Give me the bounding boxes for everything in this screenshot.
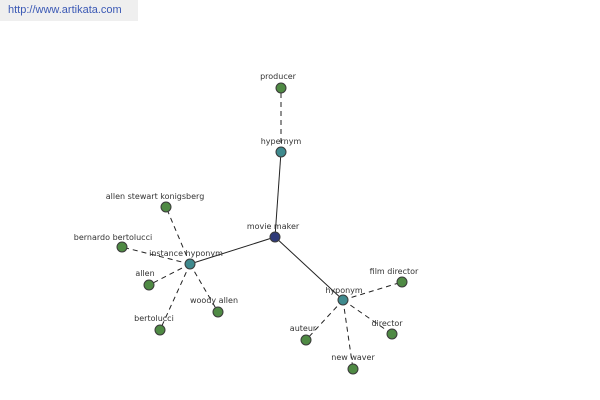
edge-instance-hyponym-to-bernardo-bertolucci: [121, 246, 191, 265]
node-label-bertolucci: bertolucci: [134, 314, 174, 323]
node-woody-allen[interactable]: [212, 306, 224, 318]
url-header-bar: http://www.artikata.com: [0, 0, 138, 21]
node-label-allen-stewart-konigsberg: allen stewart konigsberg: [106, 192, 205, 201]
nodes-layer: [116, 82, 408, 375]
edge-movie-maker-to-instance-hyponym: [189, 236, 276, 265]
node-label-bernardo-bertolucci: bernardo bertolucci: [74, 233, 152, 242]
node-new-waver[interactable]: [347, 363, 359, 375]
edge-instance-hyponym-to-bertolucci: [159, 263, 191, 331]
node-film-director[interactable]: [396, 276, 408, 288]
node-label-instance-hyponym: instance hyponym: [149, 249, 223, 258]
node-label-producer: producer: [260, 72, 297, 81]
node-label-hyponym: hyponym: [325, 286, 363, 295]
node-label-auteur: auteur: [290, 324, 317, 333]
node-hypernym[interactable]: [275, 146, 287, 158]
node-instance-hyponym[interactable]: [184, 258, 196, 270]
node-label-allen: allen: [135, 269, 154, 278]
site-url-link[interactable]: http://www.artikata.com: [8, 4, 122, 16]
edge-hyponym-to-film-director: [342, 281, 403, 301]
edge-hyponym-to-auteur: [305, 299, 344, 341]
node-director[interactable]: [386, 328, 398, 340]
node-label-director: director: [371, 319, 403, 328]
node-hyponym[interactable]: [337, 294, 349, 306]
node-bernardo-bertolucci[interactable]: [116, 241, 128, 253]
node-allen-stewart-konigsberg[interactable]: [160, 201, 172, 213]
node-label-hypernym: hypernym: [261, 137, 302, 146]
edge-instance-hyponym-to-allen-stewart-konigsberg: [165, 206, 191, 265]
node-producer[interactable]: [275, 82, 287, 94]
node-label-new-waver: new waver: [331, 353, 375, 362]
edge-movie-maker-to-hyponym: [274, 236, 344, 301]
labels-layer: movie maker hypernym producer hyponym film d…: [74, 72, 419, 362]
node-movie-maker[interactable]: [269, 231, 281, 243]
edge-hyponym-to-new-waver: [342, 299, 354, 370]
node-label-film-director: film director: [370, 267, 419, 276]
node-auteur[interactable]: [300, 334, 312, 346]
edge-movie-maker-to-hypernym: [274, 151, 282, 238]
edges-layer: [121, 88, 403, 370]
node-bertolucci[interactable]: [154, 324, 166, 336]
node-label-movie-maker: movie maker: [247, 222, 300, 231]
node-allen[interactable]: [143, 279, 155, 291]
edge-hyponym-to-director: [342, 299, 393, 335]
edge-instance-hyponym-to-woody-allen: [189, 263, 219, 313]
node-label-woody-allen: woody allen: [190, 296, 238, 305]
edge-instance-hyponym-to-allen: [148, 263, 191, 286]
